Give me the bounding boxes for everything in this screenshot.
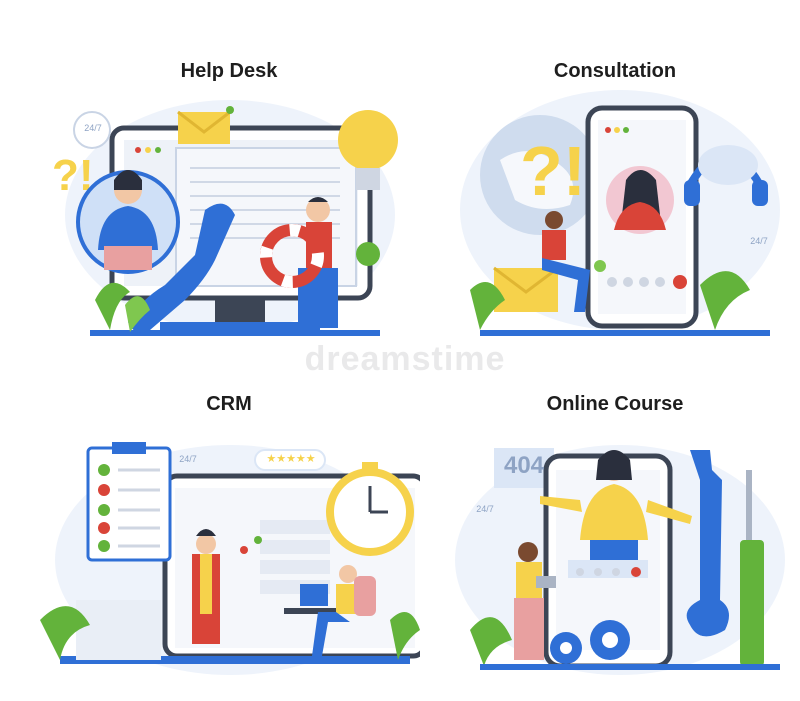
consultation-illustration: ?! (460, 90, 780, 336)
panel-title-online-course: Online Course (546, 393, 684, 415)
panel-title-crm: CRM (206, 393, 252, 415)
help-desk-24-7-badge: 24/7 (84, 123, 102, 133)
footer-strip (0, 676, 800, 701)
panel-title-help-desk: Help Desk (180, 60, 278, 82)
online-course-404-label: 404 (503, 452, 545, 479)
svg-text:?!: ?! (520, 132, 586, 210)
online-course-24-7-badge: 24/7 (476, 504, 494, 514)
crm-rating-stars: ★★★★★ (266, 453, 316, 465)
crm-24-7-badge: 24/7 (179, 454, 197, 464)
panel-title-consultation: Consultation (553, 60, 677, 82)
crm-illustration (40, 442, 420, 675)
help-desk-illustration: ?! (52, 100, 398, 336)
consultation-24-7-badge: 24/7 (750, 236, 768, 246)
watermark: dreamstime (304, 340, 506, 378)
